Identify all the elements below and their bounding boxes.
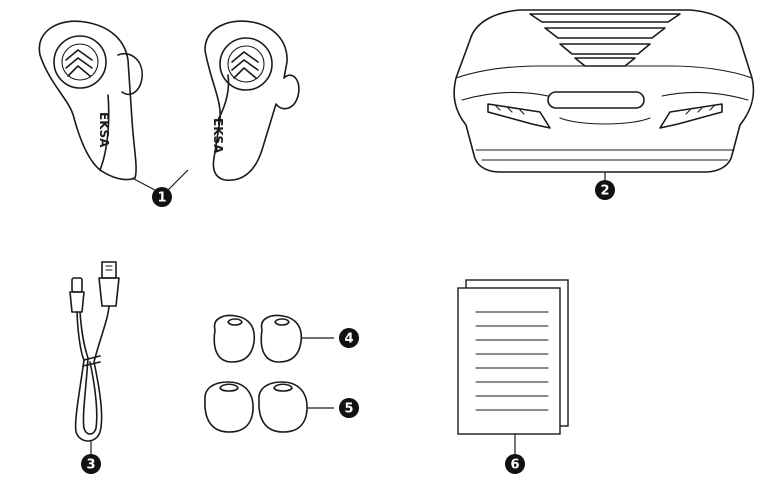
usb-cable-group: 3 — [69, 261, 120, 474]
earbuds-group: EKSA EKSA 1 — [38, 20, 300, 207]
callout-1-number: 1 — [157, 191, 166, 206]
callout-3-badge: 3 — [81, 454, 101, 474]
right-earbud: EKSA — [204, 20, 300, 181]
earbuds-leader-line — [131, 169, 189, 191]
callout-2-number: 2 — [600, 184, 609, 199]
charging-case-group: 2 — [453, 9, 755, 200]
user-manual-group: 6 — [457, 279, 569, 474]
callout-4-number: 4 — [344, 332, 353, 347]
callout-1-badge: 1 — [152, 187, 172, 207]
manual-text-lines — [475, 311, 549, 411]
callout-5-badge: 5 — [339, 398, 359, 418]
right-earbud-brand-text: EKSA — [211, 118, 225, 154]
large-ear-tips-group: 5 — [204, 381, 359, 433]
callout-4-badge: 4 — [339, 328, 359, 348]
manual-front-page — [457, 287, 561, 435]
callout-6-number: 6 — [510, 458, 519, 473]
callout-2-badge: 2 — [595, 180, 615, 200]
callout-3-number: 3 — [86, 458, 95, 473]
callout-6-badge: 6 — [505, 454, 525, 474]
left-earbud: EKSA — [38, 20, 143, 181]
small-ear-tips-group: 4 — [213, 314, 359, 363]
left-earbud-brand-text: EKSA — [97, 112, 111, 148]
callout-5-number: 5 — [344, 402, 353, 417]
